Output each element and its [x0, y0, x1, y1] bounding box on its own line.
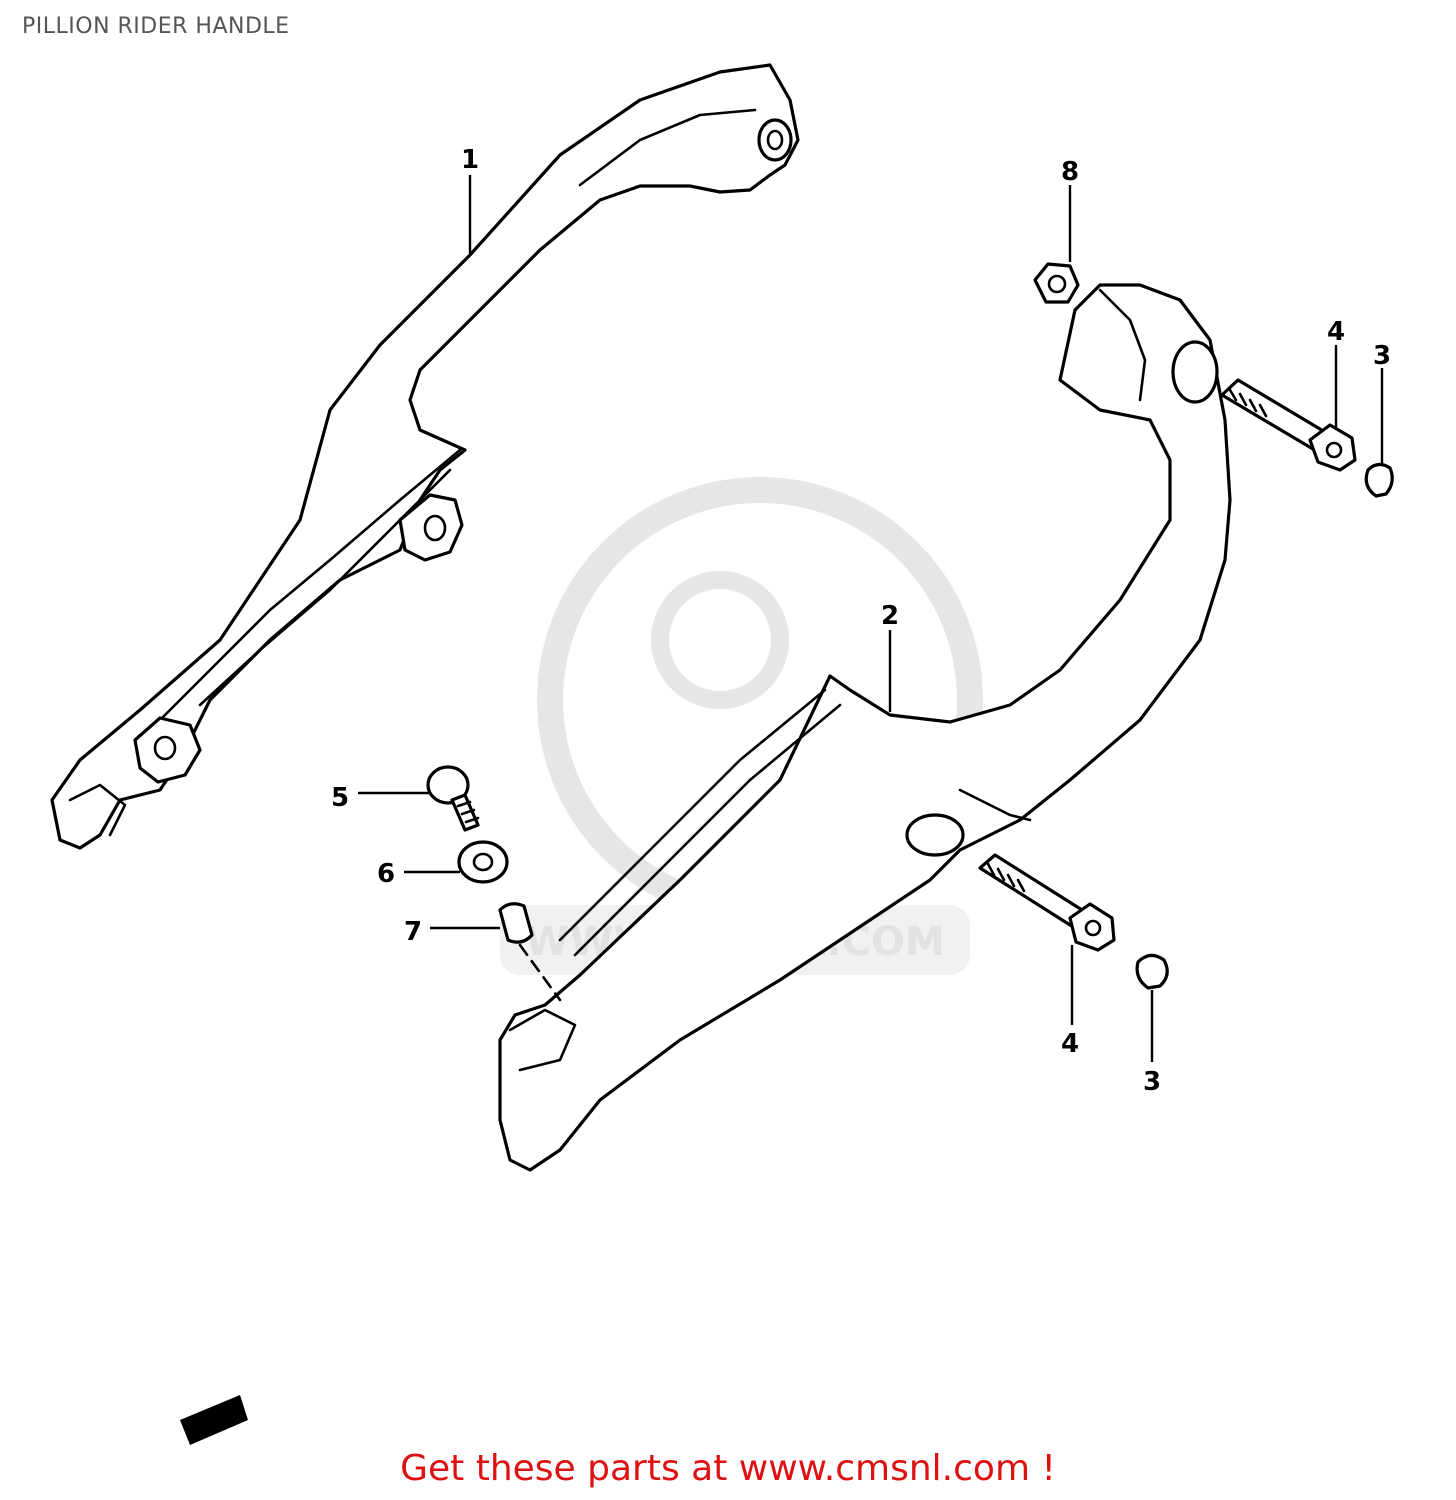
screw	[426, 765, 480, 832]
page-title: PILLION RIDER HANDLE	[22, 14, 290, 39]
cap-lower-shape	[1135, 953, 1169, 990]
rear-grip-right-seam	[958, 788, 1032, 822]
rear-grip-left-mount-hole	[766, 129, 784, 151]
callout-labels: 1 2 3 3 4 4 5 6 7 8	[331, 145, 1391, 1097]
callout-4-upper: 4	[1327, 317, 1345, 347]
rear-grip-right-mount-front	[1171, 340, 1219, 404]
rear-grip-left-rear-hole	[153, 735, 177, 761]
bolt-lower-head	[1068, 902, 1116, 952]
nut-body	[1033, 262, 1080, 304]
orientation-arrow-icon	[180, 1395, 248, 1445]
callout-8: 8	[1061, 157, 1079, 187]
nut	[1033, 262, 1080, 304]
rear-grip-right-rail	[558, 688, 827, 942]
spacer-guide	[518, 943, 562, 1002]
bolt-upper-thread	[1228, 388, 1268, 418]
cap-upper-shape	[1364, 462, 1394, 498]
rear-grip-left-rear-mount	[133, 716, 202, 784]
bolt-upper-head-center	[1325, 441, 1343, 459]
rear-grip-right	[498, 283, 1232, 1172]
callout-2: 2	[881, 601, 899, 631]
rear-grip-left-body	[50, 63, 800, 850]
bolt-upper-head	[1308, 423, 1357, 472]
callout-1: 1	[461, 145, 479, 175]
bolt-lower-thread	[986, 862, 1026, 893]
washer-hole	[472, 852, 494, 872]
callout-3-upper: 3	[1373, 341, 1391, 371]
rear-grip-left-bracket	[398, 493, 464, 562]
rear-grip-right-rail-inner	[573, 703, 842, 957]
bolt-lower	[978, 853, 1116, 952]
screw-head	[426, 765, 470, 805]
callout-5: 5	[331, 783, 349, 813]
screw-thread	[456, 800, 480, 824]
bolt-lower-head-center	[1084, 919, 1102, 937]
footer-link[interactable]: Get these parts at www.cmsnl.com !	[400, 1448, 1056, 1489]
rear-grip-left	[50, 63, 800, 850]
washer	[457, 840, 509, 884]
rear-grip-right-top-edge	[1098, 288, 1147, 402]
washer-outer	[457, 840, 509, 884]
rear-grip-left-inner-edge	[578, 108, 757, 187]
cap-upper	[1364, 462, 1394, 498]
rear-grip-left-mount-boss	[757, 118, 793, 162]
rear-grip-left-rail	[138, 448, 462, 742]
callout-3-lower: 3	[1143, 1067, 1161, 1097]
spacer	[498, 902, 562, 1002]
bolt-upper	[1220, 378, 1357, 472]
rear-grip-right-body	[498, 283, 1232, 1172]
rear-grip-right-mount-rear	[905, 813, 965, 857]
orientation-mark	[180, 1395, 248, 1445]
callout-6: 6	[377, 859, 395, 889]
rear-grip-left-bracket-hole	[423, 514, 447, 542]
cap-lower	[1135, 953, 1169, 990]
nut-hole	[1047, 274, 1067, 294]
watermark-logo-face	[651, 571, 789, 709]
rear-grip-right-end-cap	[508, 1008, 577, 1072]
leader-lines	[358, 175, 1384, 1062]
rear-grip-left-tip	[68, 783, 127, 837]
callout-4-lower: 4	[1061, 1029, 1079, 1059]
callout-7: 7	[404, 917, 422, 947]
spacer-body	[498, 902, 534, 944]
